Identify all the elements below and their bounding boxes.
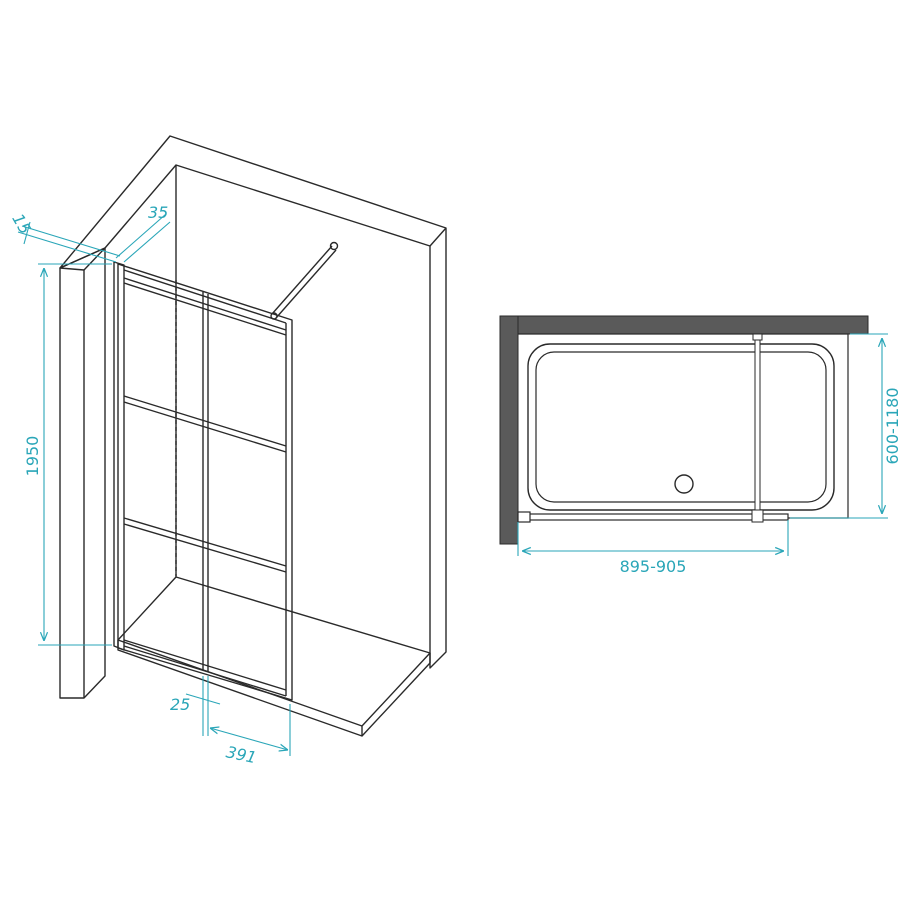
dim-label-35: 35 [148,203,168,222]
plan-back-wall [499,315,869,335]
glass-panel [117,263,293,701]
plan-dimension-labels: 895-905 600-1180 [620,387,902,576]
plan-side-wall [499,315,519,545]
plan-tray-outer [527,343,835,511]
grid-bar-mid-a [123,395,287,447]
glass-edge-inner [123,269,287,324]
tray-side-bottom [361,662,431,737]
stabilizer-wall-mount [329,241,339,251]
dim-391-line [210,728,288,750]
dim-label-15: 15 [8,210,35,237]
dim-label-length: 600-1180 [883,387,902,464]
dim-label-1950: 1950 [23,436,42,477]
grid-bar-top-b [123,282,287,336]
wall-profile [113,261,125,651]
dim-thickness-ext-a [23,221,31,245]
dim-label-width: 895-905 [620,557,687,576]
side-wall [59,247,106,699]
grid-bar-mid-b [123,401,287,453]
back-wall [59,135,447,669]
dim-thickness-line-b [21,225,121,257]
isometric-dimension-labels: 15 35 1950 25 391 [8,203,258,767]
side-wall-top [59,267,85,271]
tray-front-edge [117,639,363,727]
isometric-dimensions [17,213,291,756]
plan-glass-panel [517,513,789,521]
stabilizer-glass-clamp [270,312,278,320]
grid-bar-bottom-b [123,645,287,697]
plan-wall-profile [517,511,531,523]
dim-25-line [185,693,221,705]
plan-stabilizer-mount [752,333,763,341]
drain-icon [674,474,694,494]
plan-dimensions [517,333,888,556]
plan-stabilizer-clamp [751,509,764,523]
isometric-view [59,135,447,737]
stabilizer-bar-a [271,245,333,315]
plan-stabilizer-bar [754,333,761,515]
dim-thickness-ext-c [123,221,171,263]
dim-label-391: 391 [224,742,258,767]
grid-bar-low-a [123,517,287,567]
plan-tray-inner [535,351,827,503]
grid-bar-bottom-a [123,639,287,691]
stabilizer-bar-b [275,249,337,319]
back-wall-top-edge [429,227,447,247]
plan-view [499,315,869,545]
dim-label-25: 25 [170,695,190,714]
grid-bar-top-a [123,277,287,331]
dim-thickness-line-a [17,231,117,263]
grid-bar-low-b [123,523,287,573]
dim-thickness-ext-b [115,213,167,259]
side-wall-inner [83,247,106,271]
